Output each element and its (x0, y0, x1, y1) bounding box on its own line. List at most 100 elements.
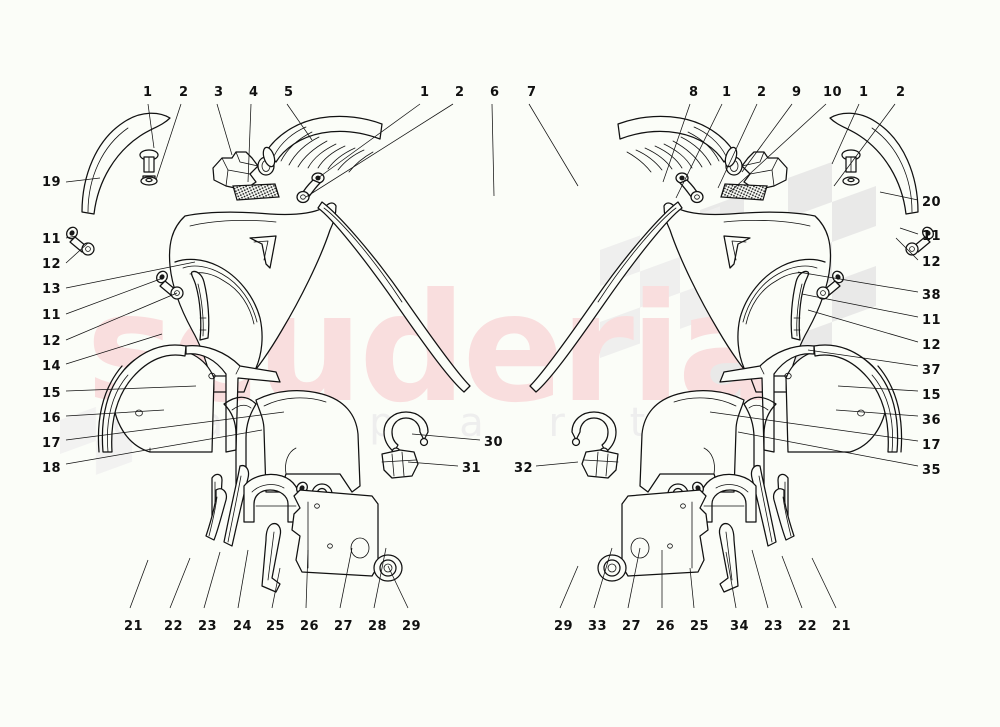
part-13-front-fender-left (168, 202, 337, 393)
callout-11: 11 (42, 232, 62, 247)
leader-line-21 (129, 559, 149, 609)
callout-31: 31 (462, 461, 482, 476)
leader-line-12 (895, 237, 919, 261)
part-2-washer-fender-right (690, 190, 704, 204)
part-8-air-duct-hose-right (617, 115, 738, 173)
callout-30: 30 (484, 435, 504, 450)
callout-12: 12 (42, 334, 62, 349)
callout-27: 27 (334, 619, 354, 634)
callout-11: 11 (922, 229, 942, 244)
callout-32: 32 (514, 461, 534, 476)
leader-line-19 (65, 177, 101, 183)
parts-bottom-left-group (205, 464, 403, 593)
callout-15: 15 (42, 386, 62, 401)
callout-25: 25 (690, 619, 710, 634)
leader-line-3 (216, 103, 233, 156)
leader-line-35 (737, 431, 919, 467)
leader-line-9 (741, 103, 793, 173)
leader-line-26 (305, 549, 309, 609)
callout-26: 26 (656, 619, 676, 634)
callout-2: 2 (896, 85, 906, 100)
leader-line-38 (797, 271, 919, 293)
leader-line-7 (528, 103, 579, 187)
callout-22: 22 (798, 619, 818, 634)
callout-7: 7 (527, 85, 537, 100)
part-12-washer-upper-left-2 (81, 242, 95, 256)
part-12-washer-upper-right-2 (905, 242, 919, 256)
leader-line-12 (65, 292, 178, 341)
part-18-outer-arch-strip-left (97, 365, 123, 453)
callout-1: 1 (859, 85, 869, 100)
callout-14: 14 (42, 359, 62, 374)
right-side-mirror-group (529, 112, 934, 593)
part-38-front-fender-right (663, 202, 832, 393)
callout-20: 20 (922, 195, 942, 210)
part-19-arch-trim-left (81, 112, 171, 215)
callout-29: 29 (554, 619, 574, 634)
leader-line-30 (411, 433, 481, 441)
part-5-air-duct-hose-left (262, 115, 383, 173)
part-1-bolt-upper-right (841, 149, 861, 173)
leader-line-32 (535, 461, 579, 467)
callout-25: 25 (266, 619, 286, 634)
callout-1: 1 (420, 85, 430, 100)
callout-15: 15 (922, 388, 942, 403)
part-16-inner-arch-panel-left (111, 348, 215, 453)
callout-24: 24 (233, 619, 253, 634)
leader-line-11 (65, 277, 164, 315)
leader-line-31 (407, 461, 459, 467)
leader-line-21 (811, 557, 837, 609)
leader-line-2 (833, 103, 896, 187)
part-2-washer-upper-left (140, 176, 158, 186)
leader-line-29 (387, 565, 409, 609)
leader-line-18 (65, 429, 263, 465)
part-31-retainer-left (381, 449, 419, 479)
leader-line-2 (305, 103, 454, 198)
callout-1: 1 (722, 85, 732, 100)
leader-line-27 (627, 547, 641, 609)
callout-26: 26 (300, 619, 320, 634)
leader-line-37 (807, 349, 919, 367)
callout-12: 12 (922, 255, 942, 270)
callout-2: 2 (455, 85, 465, 100)
callout-19: 19 (42, 175, 62, 190)
callout-21: 21 (124, 619, 144, 634)
leader-line-25 (689, 567, 695, 609)
leader-line-1 (147, 103, 155, 149)
callout-17: 17 (42, 436, 62, 451)
part-37-bracket-right (790, 270, 810, 341)
leader-line-27 (339, 547, 353, 609)
part-6-tube-rail-left (317, 201, 471, 393)
leader-line-24 (237, 549, 249, 609)
leader-lines-group (65, 103, 919, 609)
callout-6: 6 (490, 85, 500, 100)
leader-line-11 (801, 293, 919, 318)
leader-line-15 (65, 385, 197, 392)
part-7-tube-rail-right (529, 201, 683, 393)
callout-11: 11 (42, 308, 62, 323)
leader-line-17 (65, 411, 285, 441)
callout-10: 10 (823, 85, 843, 100)
leader-line-2 (717, 103, 758, 189)
leader-line-33 (593, 547, 613, 609)
leader-line-15 (837, 385, 919, 392)
leader-line-36 (835, 409, 919, 417)
callout-36: 36 (922, 413, 942, 428)
part-35-outer-arch-strip-right (877, 365, 903, 453)
callout-18: 18 (42, 461, 62, 476)
leader-line-16 (65, 409, 165, 417)
callout-2: 2 (179, 85, 189, 100)
leader-line-2 (155, 103, 182, 181)
leader-line-12 (65, 242, 89, 264)
callout-12: 12 (42, 257, 62, 272)
leader-line-13 (65, 261, 196, 289)
callout-9: 9 (792, 85, 802, 100)
callout-4: 4 (249, 85, 259, 100)
callout-17: 17 (922, 438, 942, 453)
callout-35: 35 (922, 463, 942, 478)
leader-line-25 (271, 567, 281, 609)
leader-line-10 (729, 103, 827, 193)
leader-line-11 (65, 235, 77, 239)
leader-line-22 (169, 557, 191, 609)
